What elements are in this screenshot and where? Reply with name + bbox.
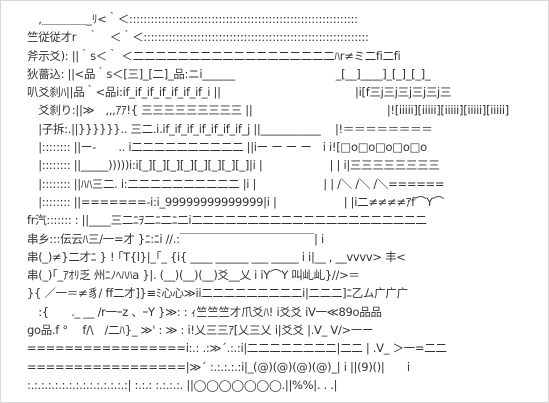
ascii-art-line: fr汽::::::: : ||____三二ﾆｦ二ﾆ二ﾆ二i二二二二二二二二二二二…	[27, 213, 427, 228]
ascii-art-line: 叭爻刹ﾊ||品｀<品i:if_if_if_if_if_if_if_i || |i…	[27, 85, 452, 100]
ascii-art-line: 串乡:::伝云ﾊ三/一=才 }ﾆ:ﾆi //.:￣￣￣￣￣￣￣￣￣￣￣￣| i	[27, 231, 324, 246]
ascii-art-line: }{ ／一＝≠豸/ ff二才]}≡ﾐ心心≫ii二二二二二二二二二i|二二二]ﾆ乙…	[27, 286, 408, 301]
ascii-art-line: ,＿＿＿＿_ﾘ<｀＜::::::::::::::::::::::::::::::…	[27, 12, 358, 26]
ascii-art-line: =================|≫´ :.:.:.:.:i|_(@)(@)(…	[27, 359, 410, 374]
ascii-art-line: :.:.:.:.:.:.:.:.:.:.:.:.:.:.:| :.:.: :.:…	[27, 377, 338, 392]
ascii-art-line: |:::::::: ||ﾊﾊ三二. i:二二二二二二二二二二 |i | | | …	[27, 176, 445, 191]
ascii-art-line: 竺従従才r ｀ ＜｀＜:::::::::::::::::::::::::::::…	[27, 30, 369, 45]
ascii-art-line: 串(_)≠}二才ﾆ } ! ｢T{l}|_｢_ {i{ ____ ______ …	[27, 249, 406, 264]
ascii-art-line: =================i:.: .:≫´.:.:i|二二二二二二二二…	[27, 341, 447, 356]
ascii-art-line: 狄薔込: ||<品｀s＜[三]_[二]_品:ニi______ _[__]____…	[27, 66, 431, 81]
ascii-art-line: |:::::::: ||ー- .. i二二二二二二二二二二 ||iー ー ー ー…	[27, 140, 427, 155]
ascii-art-line: 爻刹り:||≫ ,,,ｱｱ!{ 三三三三三三三三三 || |![iiiii][i…	[27, 103, 509, 118]
ascii-art-line: go品.f ° f/\ /二ﾊ}_ ≫' : ≫ : i!乂三三ｱ[乂三乂 i|…	[27, 323, 374, 338]
ascii-art-line: |:::::::: ||_____)))))i:i[_][_][_][_][_]…	[27, 158, 440, 173]
ascii-art-line: |子拆:.||}}}}}}.. 三二.i.if_if_if_if_if_if_i…	[27, 121, 433, 136]
ascii-art-line: |:::::::: ||=======-i:i_99999999999999|i…	[27, 194, 444, 209]
ascii-art-line: 斧示爻): ||｀s＜｀ ＜二二二二二二二二二二二二二二二二二二ﾊr≠ミ二fi二…	[27, 48, 401, 63]
ascii-art-block: ,＿＿＿＿_ﾘ<｀＜::::::::::::::::::::::::::::::…	[27, 10, 545, 398]
ascii-art-line: 串(_)｢_ｱｵﾘ乏 州ﾆﾉﾍﾊﾊa }|. (__)(__)(__)爻__乂 …	[27, 268, 360, 283]
ascii-art-line: :{ ._ __ /r一ｰz 、ｰY }≫: : ｨ竺竺竺才爪爻ﾊ! i爻爻 i…	[27, 304, 382, 319]
